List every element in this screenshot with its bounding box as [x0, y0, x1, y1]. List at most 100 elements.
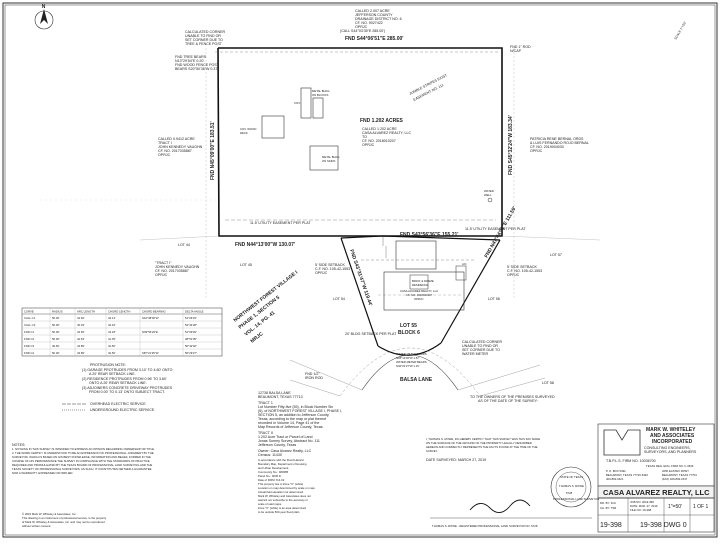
notes-7: NOR A WARRANTY, EXPRESSED OR IMPLIED. — [12, 471, 73, 475]
lot-58: LOT 58 — [542, 381, 554, 385]
left-owner-1: TRACT I — [158, 141, 172, 145]
legal-3: SECTION 5, an addition to Jefferson Coun… — [258, 413, 329, 417]
curve-r0-c1: 50.00' — [52, 316, 60, 320]
to-owners-1: AS OF THE DATE OF THE SURVEY: — [478, 399, 538, 403]
copyright-1: This drawing is an instrument of profess… — [22, 516, 107, 520]
calc-corner-1: UNABLE TO FIND OR — [462, 344, 498, 348]
mid-bearing-left: FND N44°13'00"W 130.07' — [235, 242, 295, 248]
residence-4: OPRJC — [414, 297, 423, 301]
metal-bldg-1: ON BLOCKS — [312, 93, 328, 97]
fnd-rods-0: FND 1/2" — [305, 372, 320, 376]
legal-10: Jefferson County, Texas — [258, 443, 296, 447]
parcel-labels: FND S44°06'51"E 285.00' (CALL S44°03'35"… — [155, 9, 589, 336]
firm-addr-l-1: BEAUMONT, TEXAS 77726-5492 — [606, 473, 648, 477]
outer-border — [2, 2, 718, 538]
curve-r1-c5: 52°44'28" — [185, 323, 197, 327]
flood-4: Panel No.: 0045 D — [258, 474, 281, 478]
curve-th-0: CURVE — [24, 310, 34, 314]
cert-0: I, THOMAS S. ROWE, DO HEREBY CERTIFY THA… — [426, 437, 540, 441]
curve-r0-c2: 44.60' — [77, 316, 85, 320]
mid-bearing-right: FND S43°56'36"E 155.21' — [400, 232, 458, 238]
flood-3: Community No.: 480385 — [258, 470, 289, 474]
called-top-0: CALLED 2.007 ACRE — [355, 9, 390, 13]
curve-r1-c0: CALL C2 — [24, 323, 36, 327]
curve-r5-c5: 50°29'27" — [185, 351, 197, 355]
protrusion-2: A 20' REAR SETBACK LINE. — [89, 372, 136, 376]
residence-0: BRICK & FRAME — [412, 279, 434, 283]
fnd-rod-top-1: N/CAP — [510, 49, 522, 53]
curve-r2-c1: 50.00' — [52, 330, 60, 334]
firm-addr-r-2: (FAX) 409-892-1547 — [662, 477, 688, 481]
curve-th-5: DELTA ANGLE — [185, 310, 204, 314]
seal-2: 5728 — [566, 491, 573, 495]
fnd-rod-top-0: FND 1" ROD — [510, 45, 531, 49]
seal-0: STATE OF TEXAS — [560, 475, 583, 479]
firm-no: T.B.P.L.S. FIRM NO. 10036700 — [606, 459, 656, 463]
cov-deck-1: DECK — [240, 131, 248, 135]
side-setback-left-0: 5' SIDE SETBACK — [315, 263, 345, 267]
left-owner2-0: "TRACT I" — [155, 261, 172, 265]
notes-2: 2. THE WORD CERTIFY IS UNDERSTOOD TO BE … — [12, 451, 154, 455]
fnd-tree-3: BEARS S20°50'36"W 0.37' — [175, 67, 218, 71]
lot-55-labels: LOT 55 BLOCK 6 NORTHWEST FOREST VILLAGE … — [178, 206, 562, 385]
water-meter-0: WATER METER BEARS — [396, 352, 427, 356]
curve-r4-c2: 43.89' — [77, 344, 85, 348]
metal-building-2 — [312, 97, 324, 119]
firm-addr-r-0: 3250 EASTEX FRWY — [662, 469, 689, 473]
legal-0: TRACT 1 — [258, 401, 273, 405]
inner-border — [4, 4, 716, 536]
notes-4: COURSE OF HIS PERFORMANCE THE SURVEY IN … — [12, 459, 150, 463]
lot-called-1: CASA ALVAREZ REALTY, LLC — [362, 131, 411, 135]
firm-logo — [603, 429, 641, 456]
fnd-tree-2: FND WOOD FENCE POST — [175, 63, 220, 67]
side-setback-left-1: C.F. NO. 105-42-1553 — [315, 267, 350, 271]
dwg-no: 19-398 — [600, 522, 622, 529]
calc-corner-3: WATER METER — [462, 352, 489, 356]
curve-r0-c0: CALL C1 — [24, 316, 36, 320]
curve-r4-c3: 42.50' — [108, 344, 116, 348]
water-meter-1: N45°13'36"W 1.57' — [396, 356, 420, 360]
side-setback-right-0: 5' SIDE SETBACK — [507, 265, 537, 269]
protrusion-5: (3) ADJOINERS CONCRETE DRIVEWAY PROTRUDE… — [82, 386, 173, 390]
flood-10: warrant nor subscribe to the accuracy or — [258, 498, 308, 502]
flood-1: Boundary Map, Department of Housing — [258, 462, 307, 466]
curve-th-4: CHORD BEARING — [142, 310, 166, 314]
flood-8: Actual field elevation not determined. — [258, 490, 304, 494]
lot-called-3: CF. NO. 2018010207 — [362, 139, 396, 143]
utility-easement: 11.5' UTILITY EASEMENT PER PLAT — [250, 221, 311, 225]
date-surveyed: DATE SURVEYED: MARCH 27, 2019 — [426, 458, 486, 462]
parcel-boundary — [40, 47, 601, 300]
flood-11: scale of said maps. — [258, 502, 282, 506]
water-well — [487, 197, 493, 203]
side-setback-left-2: OPRJC — [315, 271, 328, 275]
flood-6: This property lies in Zone "X" (white) — [258, 482, 303, 486]
address-0: 12738 BALSA LANE — [258, 391, 291, 395]
protrusion-0: PROTRUSION NOTE: — [90, 363, 126, 367]
cert-3: SURVEY. — [426, 449, 438, 453]
covered-structure — [261, 115, 285, 139]
curve-r4-c5: 50°42'02" — [185, 344, 197, 348]
owner-info-0: Owner: Casa Alvarez Realty, LLC — [258, 449, 312, 453]
flood-2: and Urban Development, — [258, 466, 289, 470]
called-corner-2: SET CORNER DUE TO — [185, 38, 223, 42]
curve-r2-c3: 43.18' — [108, 330, 116, 334]
curve-table: CURVE RADIUS ARC LENGTH CHORD LENGTH CHO… — [21, 307, 223, 357]
curve-r3-c0: FND C2 — [24, 337, 35, 341]
to-owners-0: TO THE OWNERS OF THE PREMISES SURVEYED — [470, 395, 555, 399]
left-owner-3: CF. NO. 2017035887 — [158, 149, 192, 153]
title-scale: 1"=50' — [668, 504, 682, 510]
north-arrow: N — [34, 4, 54, 30]
water-meter-3: N40°01'27"W 1.15' — [396, 364, 420, 368]
right-owner-2: CF. NO. 2019004030 — [530, 145, 564, 149]
left-owner-4: OPRJC — [158, 153, 171, 157]
calc-corner-2: SET CORNER DUE TO — [462, 348, 500, 352]
firm-addr-l-0: P. O. BOX 5492 — [606, 469, 626, 473]
cert-1: ON THE SURFACE OF THE GROUND OF THE PROP… — [426, 441, 532, 445]
left-owner2-2: CF. NO. 2017035887 — [155, 269, 189, 273]
top-bearing: FND S44°06'51"E 285.00' — [345, 36, 403, 42]
client-name: CASA ALVAREZ REALTY, LLC — [603, 488, 710, 497]
block-number: BLOCK 6 — [398, 330, 420, 336]
signature — [469, 499, 531, 513]
curve-r0-c3: 43.14' — [108, 316, 116, 320]
firm-name-2: INCORPORATED — [652, 439, 693, 445]
